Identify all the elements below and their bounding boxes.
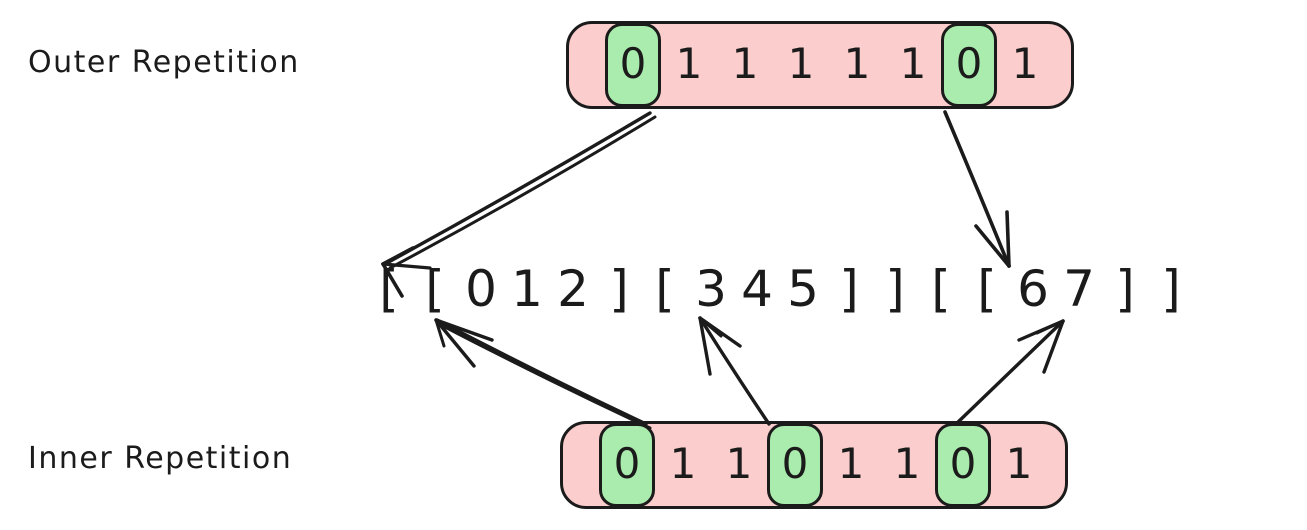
outer-seq-cell-0-highlighted: 0 xyxy=(605,23,661,107)
outer-seq-digit-1: 1 xyxy=(675,39,703,88)
inner-seq-cell-7: 1 xyxy=(991,424,1047,506)
outer-seq-cell-4: 1 xyxy=(829,24,885,106)
expression-token-2: 0 xyxy=(465,260,497,318)
inner-seq-digit-3: 0 xyxy=(781,439,809,488)
expression-token-13: [ xyxy=(977,260,997,318)
outer-seq-digit-4: 1 xyxy=(843,39,871,88)
inner-repetition-label: Inner Repetition xyxy=(28,441,293,476)
inner-seq-digit-6: 0 xyxy=(949,439,977,488)
inner-seq-tail-pad xyxy=(1047,424,1073,506)
expression-token-0: [ xyxy=(379,260,399,318)
inner-seq-cell-5: 1 xyxy=(879,424,935,506)
arrow-inner-zero-2-to-open-bracket-7 xyxy=(698,316,771,426)
inner-seq-cell-3-highlighted: 0 xyxy=(767,423,823,507)
inner-seq-digit-0: 0 xyxy=(613,439,641,488)
inner-seq-lead-pad xyxy=(573,424,599,506)
outer-seq-digit-5: 1 xyxy=(899,39,927,88)
expression-token-16: ] xyxy=(1115,260,1135,318)
inner-seq-cell-6-highlighted: 0 xyxy=(935,423,991,507)
outer-seq-lead-pad xyxy=(579,24,605,106)
expression-token-11: ] xyxy=(885,260,905,318)
outer-seq-digit-6: 0 xyxy=(955,39,983,88)
arrow-outer-zero-2-to-open-bracket-13 xyxy=(943,110,1011,268)
inner-seq-digit-5: 1 xyxy=(893,439,921,488)
outer-seq-digit-3: 1 xyxy=(787,39,815,88)
outer-seq-cell-6-highlighted: 0 xyxy=(941,23,997,107)
expression-token-15: 7 xyxy=(1063,260,1095,318)
outer-seq-cell-7: 1 xyxy=(997,24,1053,106)
expression-token-9: 5 xyxy=(787,260,819,318)
expression-token-5: ] xyxy=(609,260,629,318)
expression-token-1: [ xyxy=(425,260,445,318)
outer-repetition-label: Outer Repetition xyxy=(28,45,300,80)
expression-token-7: 3 xyxy=(695,260,727,318)
expression-token-4: 2 xyxy=(557,260,589,318)
outer-seq-cell-3: 1 xyxy=(773,24,829,106)
arrow-inner-zero-1-to-open-bracket-2 xyxy=(434,318,652,430)
inner-seq-digit-1: 1 xyxy=(669,439,697,488)
inner-seq-cell-4: 1 xyxy=(823,424,879,506)
inner-seq-digit-7: 1 xyxy=(1005,439,1033,488)
expression-token-10: ] xyxy=(839,260,859,318)
outer-seq-digit-2: 1 xyxy=(731,39,759,88)
expression-token-17: ] xyxy=(1161,260,1181,318)
outer-seq-cell-1: 1 xyxy=(661,24,717,106)
arrow-inner-zero-3-to-open-bracket-14 xyxy=(954,319,1065,426)
expression-token-12: [ xyxy=(931,260,951,318)
inner-seq-cell-0-highlighted: 0 xyxy=(599,423,655,507)
inner-seq-cell-2: 1 xyxy=(711,424,767,506)
expression-token-3: 1 xyxy=(511,260,543,318)
outer-seq-cell-5: 1 xyxy=(885,24,941,106)
inner-seq-cell-1: 1 xyxy=(655,424,711,506)
expression-token-8: 4 xyxy=(741,260,773,318)
expression-token-14: 6 xyxy=(1017,260,1049,318)
outer-seq-digit-0: 0 xyxy=(619,39,647,88)
outer-seq-tail-pad xyxy=(1053,24,1079,106)
inner-seq-digit-4: 1 xyxy=(837,439,865,488)
inner-seq-digit-2: 1 xyxy=(725,439,753,488)
outer-seq-cell-2: 1 xyxy=(717,24,773,106)
outer-seq-digit-7: 1 xyxy=(1011,39,1039,88)
expression-token-6: [ xyxy=(655,260,675,318)
